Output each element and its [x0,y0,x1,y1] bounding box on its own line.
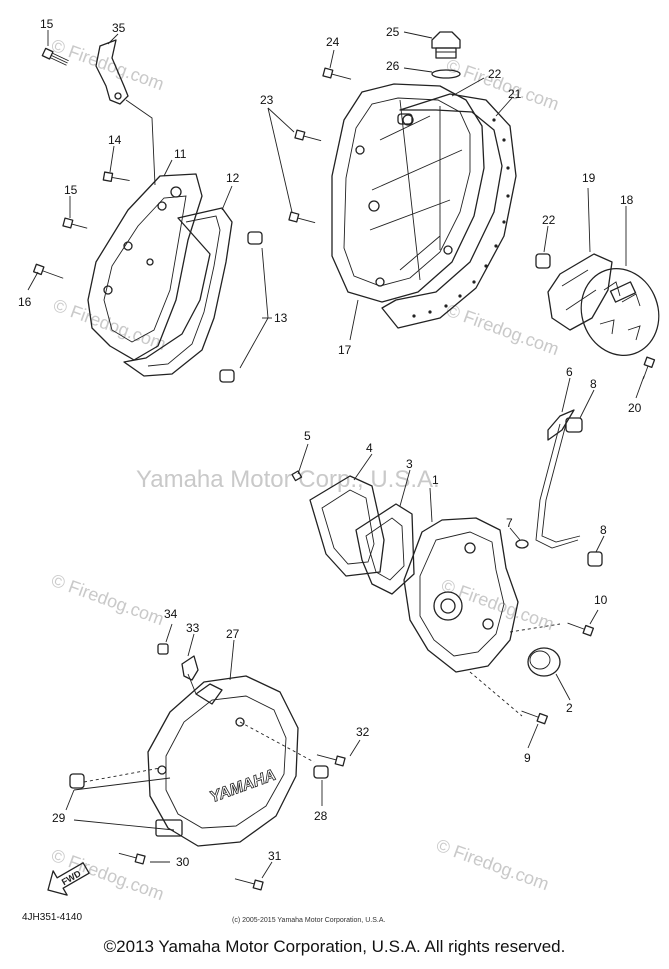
callout-12: 12 [226,171,240,185]
plate-19 [547,253,613,331]
callout-19: 19 [582,171,596,185]
watermarks: Yamaha Motor Corp., U.S.A. © Firedog.com… [49,35,562,904]
callout-28: 28 [314,809,328,823]
bolt-15-second [62,217,88,229]
dowel-22-right [535,253,551,269]
bolt-14 [102,171,130,182]
copyright-footer: ©2013 Yamaha Motor Corporation, U.S.A. A… [103,937,566,956]
leader-lines [27,30,645,879]
dowel-29 [69,773,85,789]
cover-plate-18 [580,268,660,356]
callout-22-top: 22 [488,67,502,81]
bolt-15-top [41,47,69,66]
gasket-21 [381,93,517,329]
pipe-6 [547,409,575,441]
callout-34: 34 [164,607,178,621]
callout-22-right: 22 [542,213,556,227]
bolt-24 [322,67,352,80]
dowel-8-upper [565,417,583,433]
clip-33 [181,655,199,681]
watermark-site-4: © Firedog.com [444,300,562,359]
watermark-center: Yamaha Motor Corp., U.S.A. [136,466,440,493]
callout-16: 16 [18,295,32,309]
cover-logo: YAMAHA [208,767,279,807]
gasket-4 [309,475,385,577]
callouts: 1 2 3 4 5 6 7 8 8 9 10 11 12 13 14 15 15… [18,17,642,869]
inner-copyright: (c) 2005-2015 Yamaha Motor Corporation, … [232,917,386,924]
callout-11: 11 [174,147,187,161]
bolt-31 [234,878,264,891]
watermark-site-8: © Firedog.com [434,835,552,894]
watermark-site-6: © Firedog.com [439,575,557,634]
callout-5: 5 [304,429,311,443]
dowel-22-top [397,113,413,125]
callout-15-mid: 15 [64,183,78,197]
callout-1: 1 [432,473,439,487]
gasket-12 [123,207,233,377]
diagram-code: 4JH351-4140 [22,912,83,923]
callout-9: 9 [524,751,531,765]
callout-4: 4 [366,441,373,455]
callout-14: 14 [108,133,122,147]
callout-18: 18 [620,193,634,207]
bolt-30 [118,852,146,865]
callout-27: 27 [226,627,240,641]
callout-20: 20 [628,401,642,415]
bolt-23-lower [288,211,316,224]
plug-28 [313,765,329,779]
dowel-13-top [247,231,263,245]
callout-2: 2 [566,701,573,715]
callout-30: 30 [176,855,190,869]
bracket-35 [95,39,129,105]
callout-3: 3 [406,457,413,471]
callout-8-upper: 8 [590,377,597,391]
callout-32: 32 [356,725,370,739]
cover-11 [87,173,203,361]
callout-7: 7 [506,516,513,530]
o-ring-26 [431,69,461,79]
dowel-13-bottom [219,369,235,383]
callout-10: 10 [594,593,608,607]
bolt-34 [157,643,169,655]
bolt-9 [521,710,549,725]
callout-31: 31 [268,849,282,863]
clutch-cover-17 [331,83,485,303]
bolt-10 [567,622,595,637]
plug-2 [527,647,561,677]
callout-26: 26 [386,59,400,73]
watermark-site-2: © Firedog.com [444,55,562,114]
callout-15-top: 15 [40,17,54,31]
watermark-site-5: © Firedog.com [49,570,167,629]
callout-23: 23 [260,93,274,107]
bolt-32 [316,754,346,767]
watermark-site-1: © Firedog.com [49,35,167,94]
callout-17: 17 [338,343,352,357]
bolt-5 [291,470,303,482]
callout-13: 13 [274,311,288,325]
dowel-8-lower [587,551,603,567]
callout-35: 35 [112,21,126,35]
bolt-16 [32,263,64,279]
case-1 [403,517,519,673]
clutch-cover-group [267,31,660,380]
washer-7 [515,539,529,549]
upper-left-cover-group [32,39,269,383]
callout-24: 24 [326,35,340,49]
callout-33: 33 [186,621,200,635]
callout-21: 21 [508,87,522,101]
filler-cap-25 [431,31,461,49]
middle-case-group [291,409,603,725]
bolt-20 [642,356,656,380]
callout-8-lower: 8 [600,523,607,537]
callout-25: 25 [386,25,400,39]
callout-29: 29 [52,811,66,825]
callout-6: 6 [566,365,573,379]
gasket-3 [355,503,415,595]
generator-cover-27 [147,675,299,847]
bolt-23-upper [294,129,322,142]
